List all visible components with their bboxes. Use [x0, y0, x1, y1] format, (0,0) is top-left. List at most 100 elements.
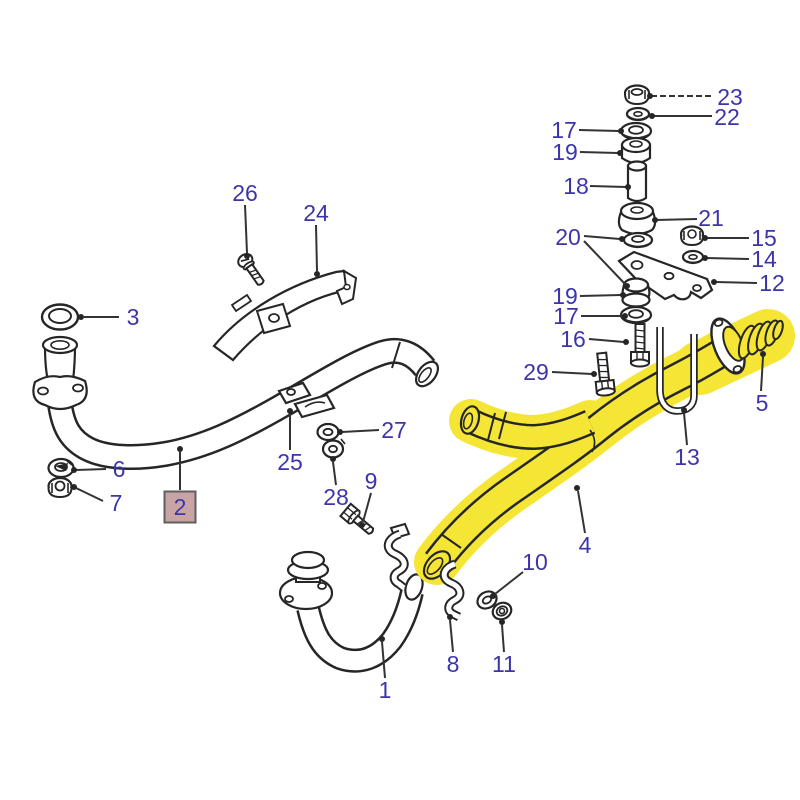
- callout-leader-21: [655, 218, 698, 221]
- pipe2-flange: [32, 375, 88, 411]
- callout-dot-22: [649, 113, 655, 119]
- callout-dot-20: [624, 283, 630, 289]
- callout-label-19: 19: [552, 283, 578, 309]
- front-pipe-part2: [32, 335, 440, 470]
- callout-leader-10: [494, 571, 524, 595]
- bracket-part12: [617, 250, 714, 301]
- callout-dot-27: [337, 429, 343, 435]
- callout-label-1: 1: [379, 677, 392, 703]
- callout-leader-24: [315, 224, 318, 272]
- callout-label-13: 13: [674, 444, 700, 470]
- callout-dot-15: [702, 235, 708, 241]
- callout-label-20: 20: [555, 224, 581, 250]
- callout-leader-19: [579, 294, 622, 297]
- callout-label-18: 18: [563, 173, 589, 199]
- callout-leader-11: [501, 624, 505, 653]
- callout-dot-25: [287, 408, 293, 414]
- callout-label-24: 24: [303, 200, 329, 226]
- callout-label-27: 27: [381, 417, 407, 443]
- callout-dot-13: [681, 407, 687, 413]
- callout-dot-21: [652, 217, 658, 223]
- nut-part23: [623, 84, 651, 106]
- bolt-part16: [630, 323, 650, 368]
- callout-box-2: [163, 490, 197, 524]
- callout-dot-24: [314, 271, 320, 277]
- nut-part15: [679, 225, 705, 247]
- bushing-part19-lower: [621, 277, 651, 308]
- mounting-stack: [617, 84, 714, 325]
- clamp-part25: [277, 381, 336, 419]
- callout-leader-14: [705, 257, 750, 260]
- callout-label-3: 3: [127, 304, 140, 330]
- callout-label-8: 8: [447, 651, 460, 677]
- callout-label-7: 7: [110, 490, 123, 516]
- callout-label-14: 14: [751, 246, 777, 272]
- washer-part17-top: [619, 121, 653, 141]
- bolt-part29: [594, 351, 616, 397]
- callout-label-25: 25: [277, 449, 303, 475]
- callout-leader-5: [760, 356, 764, 392]
- callout-leader-20: [583, 235, 621, 240]
- ypipe-branch-open-end: [459, 405, 481, 435]
- callout-dot-23: [647, 93, 653, 99]
- callout-dot-26: [244, 253, 250, 259]
- callout-dot-10: [490, 593, 496, 599]
- callout-dot-2: [177, 446, 183, 452]
- callout-label-4: 4: [579, 532, 592, 558]
- y-pipe-part4-highlighted: [414, 309, 795, 585]
- callout-label-2: 2: [174, 494, 187, 520]
- bolt-part26: [237, 253, 265, 286]
- callout-dot-3: [78, 314, 84, 320]
- callout-dot-19: [620, 292, 626, 298]
- callout-leader-13: [683, 412, 688, 446]
- nut-part7: [47, 476, 73, 499]
- callout-dot-9: [359, 522, 365, 528]
- callout-label-21: 21: [698, 205, 724, 231]
- callout-leader-28: [332, 461, 337, 486]
- callout-leader-18: [589, 185, 627, 188]
- callout-leader-27: [341, 429, 380, 433]
- callout-label-9: 9: [365, 468, 378, 494]
- bushing-part19-top: [620, 136, 652, 165]
- callout-dot-20: [619, 236, 625, 242]
- hanger-part8: [439, 559, 465, 622]
- heat-shield-part24: [212, 269, 358, 362]
- callout-leader-19: [579, 151, 619, 154]
- callout-leader-26: [244, 204, 248, 254]
- callout-dot-29: [591, 371, 597, 377]
- washer-part20: [622, 231, 654, 249]
- u-bolt-part13: [656, 327, 698, 415]
- washer-part27: [316, 422, 340, 442]
- callout-leader-9: [362, 492, 372, 523]
- callout-leader-29: [551, 371, 593, 375]
- callout-label-16: 16: [560, 326, 586, 352]
- bushing-part21: [617, 201, 657, 236]
- callout-leader-17: [578, 129, 620, 132]
- callout-leader-12: [715, 281, 758, 284]
- pipe1-dome-cap: [290, 550, 326, 570]
- callout-dot-18: [625, 184, 631, 190]
- callout-leader-4: [577, 490, 586, 534]
- callout-dot-7: [71, 484, 77, 490]
- callout-dot-4: [574, 485, 580, 491]
- callout-dot-28: [330, 456, 336, 462]
- callout-dot-17: [618, 128, 624, 134]
- callout-label-17: 17: [551, 117, 577, 143]
- callout-label-29: 29: [523, 359, 549, 385]
- callout-dot-12: [711, 279, 717, 285]
- flex-bellows-part5: [737, 319, 784, 360]
- callout-dot-8: [447, 614, 453, 620]
- nut-part11: [491, 601, 513, 621]
- callout-label-19: 19: [552, 139, 578, 165]
- gasket-part3: [40, 303, 80, 331]
- callout-label-26: 26: [232, 180, 258, 206]
- callout-dot-5: [760, 351, 766, 357]
- callout-leader-8: [449, 619, 454, 653]
- front-pipe-part1: [278, 550, 424, 673]
- callout-dot-6: [71, 467, 77, 473]
- callout-dot-1: [379, 636, 385, 642]
- washer-part14: [681, 249, 705, 265]
- callout-label-11: 11: [492, 651, 516, 677]
- callout-label-5: 5: [756, 390, 769, 416]
